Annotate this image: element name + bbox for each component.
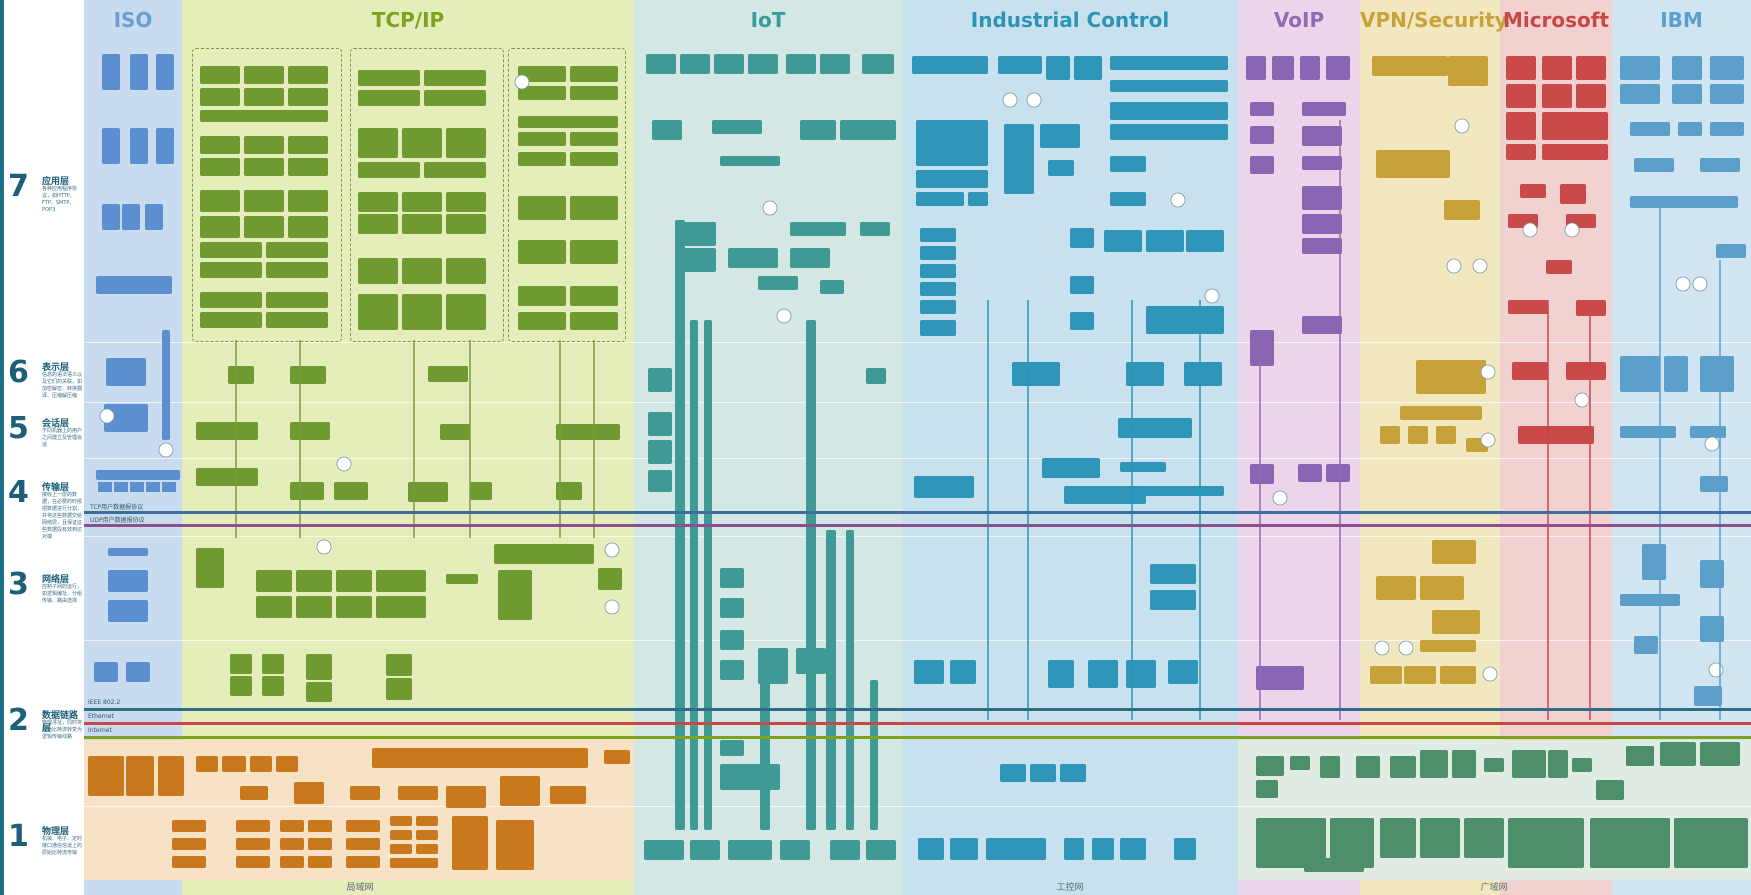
udp-group-box: [508, 48, 626, 342]
layer-2-label: 2 数据链路层 物理寻址，同时将原始比特流转变为逻辑传输线路: [8, 703, 84, 741]
layer-3-label: 3 网络层 控制子网的运行，如逻辑编址、分组传输、路由选择: [8, 567, 84, 605]
layer-2-name: 数据链路层: [42, 711, 79, 734]
layer-7-desc: 各种应用程序协议，如HTTP、FTP、SMTP、POP3: [42, 186, 78, 213]
layer-7-name: 应用层: [42, 177, 70, 187]
lan-label: 局域网: [346, 883, 374, 893]
udp-line: [84, 524, 1751, 527]
layer-separator: [84, 536, 1751, 537]
layer-4-name: 传输层: [42, 483, 70, 493]
layer-3-name: 网络层: [42, 575, 70, 585]
layer-5-label: 5 会话层 不同机器上的用户之间建立及管理会话: [8, 411, 84, 449]
layer-7-label: 7 应用层 各种应用程序协议，如HTTP、FTP、SMTP、POP3: [8, 169, 84, 214]
layer-1-desc: 机械、电子、定时接口通信信道上的原始比特流传输: [42, 836, 83, 856]
layer-6-number: 6: [8, 355, 29, 390]
internet-line-label: Internet: [88, 727, 112, 734]
iso-boxes: [94, 54, 180, 682]
layer-sidebar: [0, 0, 84, 895]
ibm-boxes: [1620, 56, 1746, 706]
column-title-voip: VoIP: [1273, 8, 1325, 32]
layer-4-label: 4 传输层 接收上一层的数据，在必要的时候把数据进行分割，并将这些数据交给网络层…: [8, 475, 84, 541]
column-title-industrial: Industrial Control: [970, 8, 1170, 32]
layer-2-desc: 物理寻址，同时将原始比特流转变为逻辑传输线路: [42, 720, 83, 740]
layer-4-desc: 接收上一层的数据，在必要的时候把数据进行分割，并将这些数据交给网络层，且保证这些…: [42, 492, 83, 540]
ieee-line-label: IEEE 802.2: [88, 699, 121, 706]
layer-5-desc: 不同机器上的用户之间建立及管理会话: [42, 428, 83, 448]
layer-separator: [84, 458, 1751, 459]
udp-line-label: UDP用户数据报协议: [90, 517, 145, 524]
tcpip-boxes: [196, 66, 622, 702]
layer-5-name: 会话层: [42, 419, 70, 429]
column-title-microsoft: Microsoft: [1502, 8, 1610, 32]
layer-4-number: 4: [8, 475, 29, 510]
layer-1-number: 1: [8, 819, 29, 854]
column-title-ibm: IBM: [1660, 8, 1703, 32]
layer-1-name: 物理层: [42, 827, 70, 837]
layer-separator: [84, 640, 1751, 641]
tcp-line-label: TCP用户数据报协议: [90, 504, 144, 511]
voip-boxes: [1246, 56, 1350, 690]
layer-6-desc: 信息的语法语义以及它们的关联，如加密解密、转换翻译、压缩解压缩: [42, 372, 83, 399]
layer-6-name: 表示层: [42, 363, 70, 373]
column-title-vpn: VPN/Security: [1360, 8, 1508, 32]
lan-link-boxes: [88, 748, 630, 870]
layer-3-number: 3: [8, 567, 29, 602]
column-title-tcpip: TCP/IP: [371, 8, 445, 32]
ethernet-line-label: Ethernet: [88, 713, 114, 720]
tcpudp-group-box: [350, 48, 504, 342]
microsoft-boxes: [1506, 56, 1608, 444]
layer-2-number: 2: [8, 703, 29, 738]
column-title-iot: IoT: [750, 8, 786, 32]
ics-label: 工控网: [1056, 883, 1084, 893]
wan-boxes: [1256, 742, 1748, 872]
layer-3-desc: 控制子网的运行，如逻辑编址、分组传输、路由选择: [42, 584, 83, 604]
layer-7-number: 7: [8, 169, 29, 204]
industrial-boxes: [912, 56, 1228, 860]
layer-separator: [84, 806, 1751, 807]
layer-6-label: 6 表示层 信息的语法语义以及它们的关联，如加密解密、转换翻译、压缩解压缩: [8, 355, 84, 400]
ethernet-line: [84, 722, 1751, 725]
vertical-connectors: [235, 120, 1721, 720]
wan-label: 广域网: [1480, 883, 1508, 893]
layer-1-label: 1 物理层 机械、电子、定时接口通信信道上的原始比特流传输: [8, 819, 84, 857]
protocol-circle-nodes: [99, 74, 1724, 682]
accent-bar: [0, 0, 4, 895]
tcp-line: [84, 511, 1751, 514]
ieee-line: [84, 708, 1751, 711]
layer-5-number: 5: [8, 411, 29, 446]
tcp-group-box: [192, 48, 342, 342]
internet-line: [84, 736, 1751, 739]
vpn-boxes: [1370, 56, 1488, 684]
column-title-iso: ISO: [113, 8, 153, 32]
layer-separator: [84, 402, 1751, 403]
layer-separator: [84, 342, 1751, 343]
iot-boxes: [644, 54, 896, 860]
